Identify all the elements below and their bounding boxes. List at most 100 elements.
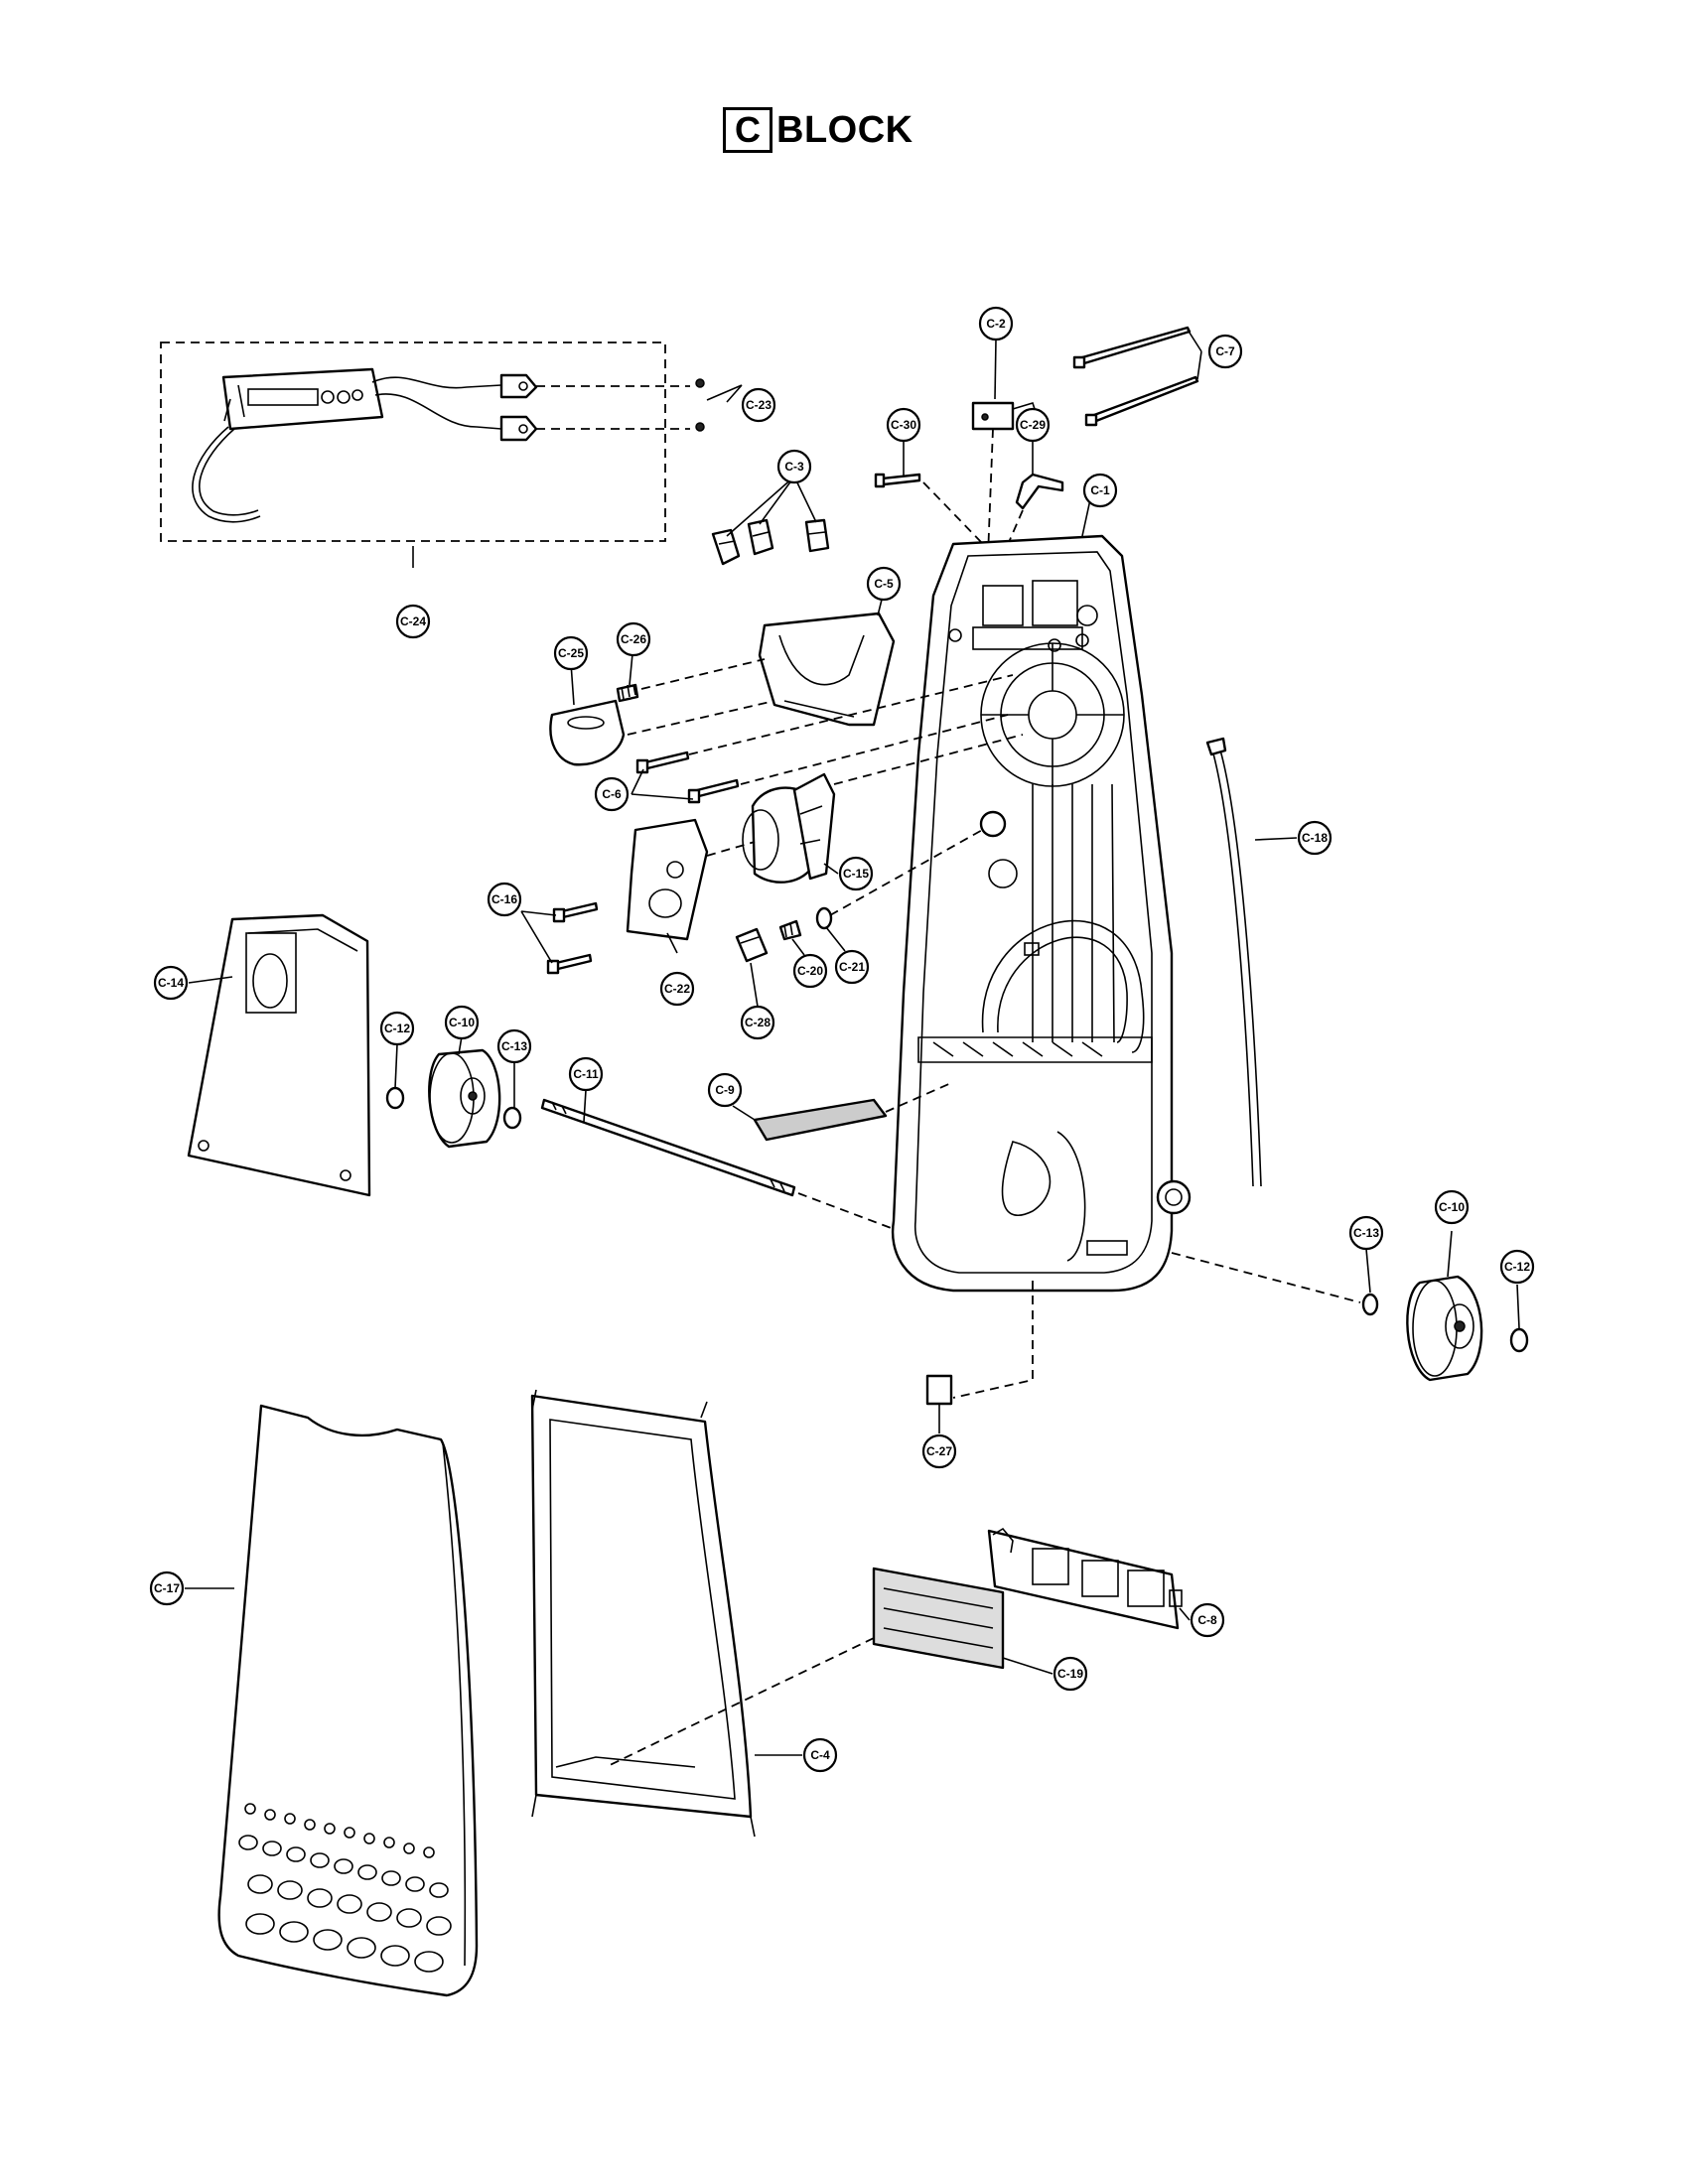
svg-text:C-14: C-14 — [158, 976, 184, 990]
motor-cover-plate — [626, 818, 756, 941]
callout-c15: C-15 — [838, 856, 874, 891]
callout-c19: C-19 — [1052, 1656, 1088, 1692]
svg-text:C-13: C-13 — [1353, 1226, 1379, 1240]
washer-c21 — [815, 906, 833, 930]
svg-text:C-18: C-18 — [1302, 831, 1328, 845]
callout-c3: C-3 — [776, 449, 812, 484]
callout-c18: C-18 — [1297, 820, 1333, 856]
callout-c30: C-30 — [886, 407, 921, 443]
callout-c16: C-16 — [487, 882, 522, 917]
wheel-c10-left — [428, 1048, 501, 1149]
svg-text:C-27: C-27 — [926, 1444, 952, 1458]
svg-text:C-29: C-29 — [1020, 418, 1046, 432]
svg-text:C-24: C-24 — [400, 614, 426, 628]
svg-text:C-4: C-4 — [810, 1748, 830, 1762]
callout-c20: C-20 — [792, 953, 828, 989]
callout-c13-right: C-13 — [1348, 1215, 1384, 1251]
svg-text:C-28: C-28 — [745, 1016, 771, 1029]
callout-c25: C-25 — [553, 635, 589, 671]
cap-c12-right — [1509, 1327, 1529, 1353]
micro-switch — [971, 401, 1038, 557]
callout-c17: C-17 — [149, 1570, 185, 1606]
bushing-c13-right — [1361, 1293, 1379, 1316]
callout-c24: C-24 — [395, 604, 431, 639]
spring-c26 — [616, 683, 639, 703]
svg-text:C-6: C-6 — [602, 787, 622, 801]
svg-text:C-17: C-17 — [154, 1581, 180, 1595]
callout-c12-left: C-12 — [379, 1011, 415, 1046]
diagram-title: C BLOCK — [723, 107, 913, 153]
cap-c12-left — [385, 1086, 405, 1110]
callout-c9: C-9 — [707, 1072, 743, 1108]
svg-text:C-25: C-25 — [558, 646, 584, 660]
svg-text:C-5: C-5 — [874, 577, 894, 591]
svg-text:C-19: C-19 — [1057, 1667, 1083, 1681]
callout-c4: C-4 — [802, 1737, 838, 1773]
back-plate — [187, 913, 371, 1197]
callout-c28: C-28 — [740, 1005, 775, 1040]
bushing-c13-left — [502, 1106, 522, 1130]
svg-text:C-9: C-9 — [715, 1083, 735, 1097]
block-letter-box: C — [723, 107, 772, 153]
spring-c20 — [778, 919, 802, 941]
callout-c7: C-7 — [1207, 334, 1243, 369]
wire-connectors — [711, 518, 830, 566]
svg-text:C-12: C-12 — [1504, 1260, 1530, 1274]
callout-c6: C-6 — [594, 776, 630, 812]
callout-c1: C-1 — [1082, 473, 1118, 508]
svg-text:C-23: C-23 — [746, 398, 772, 412]
screws-c16 — [546, 901, 599, 975]
axle-c11 — [540, 1098, 895, 1230]
svg-text:C-3: C-3 — [784, 460, 804, 474]
filter-c19 — [872, 1567, 1005, 1670]
callout-c27: C-27 — [921, 1433, 957, 1469]
callout-c22: C-22 — [659, 971, 695, 1007]
svg-text:C-10: C-10 — [449, 1016, 475, 1029]
block-title-word: BLOCK — [776, 108, 913, 151]
svg-text:C-15: C-15 — [843, 867, 869, 881]
filter-c9 — [753, 1081, 954, 1142]
svg-text:C-16: C-16 — [491, 892, 517, 906]
svg-text:C-30: C-30 — [891, 418, 916, 432]
handle-bracket — [758, 612, 896, 727]
callout-c23: C-23 — [741, 387, 776, 423]
svg-text:C-21: C-21 — [839, 960, 865, 974]
screw-c30 — [874, 473, 984, 545]
wheel-c10-right — [1406, 1275, 1483, 1382]
knob — [549, 699, 626, 766]
svg-text:C-20: C-20 — [797, 964, 823, 978]
housing-hole — [979, 810, 1007, 838]
power-cord — [1205, 737, 1262, 1187]
cable-ties — [1072, 326, 1199, 427]
callout-c14: C-14 — [153, 965, 189, 1001]
callout-c21: C-21 — [834, 949, 870, 985]
screws-c23 — [536, 378, 705, 432]
frame-gasket — [530, 1389, 756, 1838]
switch-board-assembly — [160, 341, 666, 542]
svg-text:C-12: C-12 — [384, 1022, 410, 1035]
motor-unit — [742, 734, 1024, 884]
bracket-c29 — [1002, 473, 1064, 557]
axle-leader-right — [1171, 1252, 1361, 1303]
svg-text:C-2: C-2 — [986, 317, 1006, 331]
svg-text:C-10: C-10 — [1439, 1200, 1465, 1214]
svg-text:C-22: C-22 — [664, 982, 690, 996]
callout-c10-right: C-10 — [1434, 1189, 1470, 1225]
callout-c2: C-2 — [978, 306, 1014, 341]
pedal-c28 — [735, 927, 769, 963]
svg-text:C-1: C-1 — [1090, 483, 1110, 497]
callout-c10-left: C-10 — [444, 1005, 480, 1040]
main-body-housing — [891, 534, 1192, 1399]
callout-c8: C-8 — [1190, 1602, 1225, 1638]
cover-vent-pattern — [238, 1803, 452, 1973]
callout-c13-left: C-13 — [496, 1028, 532, 1064]
svg-text:C-11: C-11 — [573, 1067, 599, 1081]
callout-c11: C-11 — [568, 1056, 604, 1092]
callout-c26: C-26 — [616, 621, 651, 657]
svg-text:C-26: C-26 — [621, 632, 646, 646]
callout-c5: C-5 — [866, 566, 902, 602]
svg-text:C-7: C-7 — [1215, 344, 1235, 358]
filter-leader — [605, 1637, 875, 1768]
pad-c27 — [925, 1374, 953, 1406]
